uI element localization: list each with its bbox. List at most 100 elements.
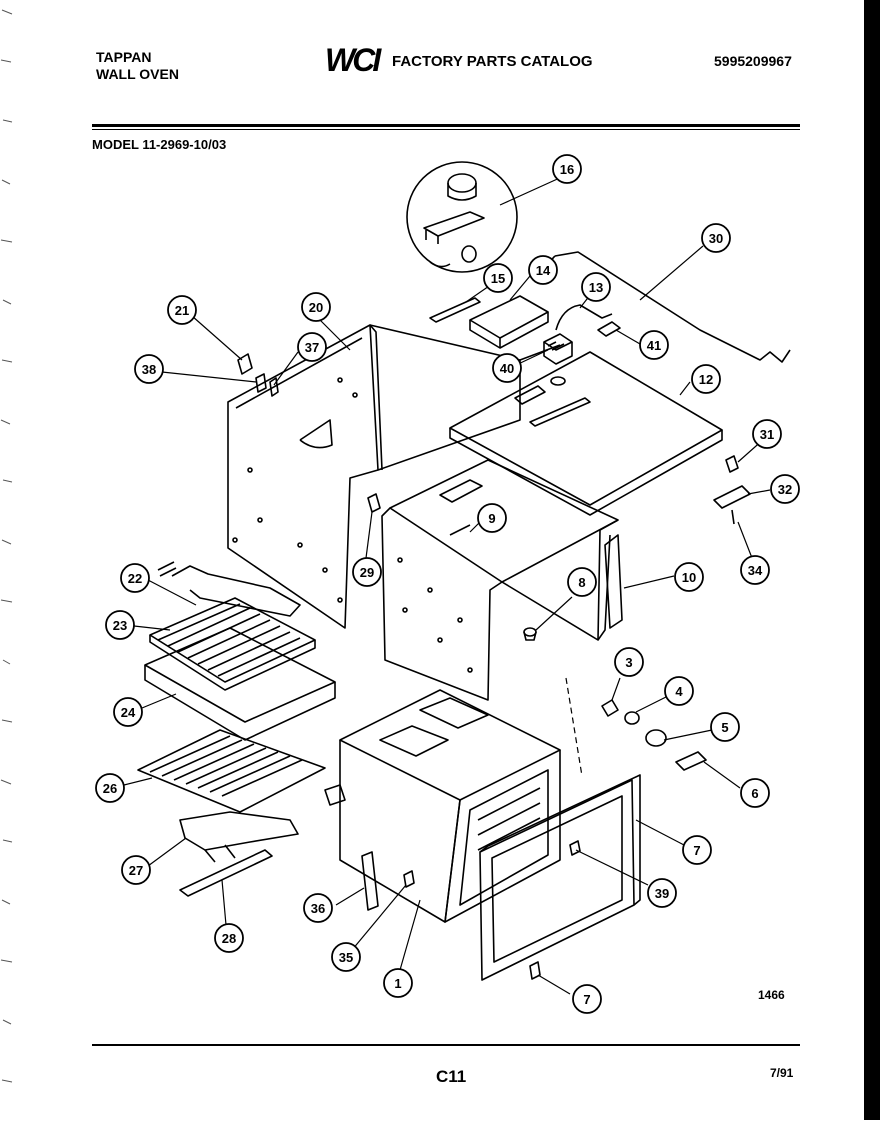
lamp-socket-3 [601,699,619,717]
callout-35: 30 [701,223,731,253]
svg-text:40: 40 [500,361,514,376]
bracket-37 [713,485,751,509]
svg-text:20: 20 [309,300,323,315]
svg-text:31: 31 [760,427,774,442]
clip-36 [725,455,739,473]
svg-text:23: 23 [113,618,127,633]
callout-5: 5 [710,712,740,742]
side-panel-11 [604,534,623,629]
callout-27: 27 [121,855,151,885]
svg-text:34: 34 [748,563,763,578]
callout-10: 8 [567,567,597,597]
clip-40 [597,321,621,337]
svg-text:35: 35 [339,950,353,965]
callout-37: 32 [770,474,800,504]
callout-20: 20 [301,292,331,322]
callout-26: 26 [95,773,125,803]
svg-text:27: 27 [129,863,143,878]
top-panel-12 [449,351,723,516]
callout-13: 13 [581,272,611,302]
broil-grid-23 [149,597,316,691]
svg-text:4: 4 [675,684,683,699]
inset-detail-16 [406,161,518,273]
svg-text:7: 7 [693,843,700,858]
callout-29: 29 [352,557,382,587]
lamp-bulb-4 [624,711,640,725]
callout-36: 31 [752,419,782,449]
callout-9: 9 [477,503,507,533]
bracket-15 [429,297,481,323]
wci-logo: WCI [325,43,385,75]
svg-text:41: 41 [647,338,661,353]
part-number: 5995209967 [714,53,792,69]
svg-text:6: 6 [751,786,758,801]
clip-31 [403,870,415,888]
oven-liner-1 [339,689,561,923]
svg-text:16: 16 [560,162,574,177]
clip-29 [367,493,381,513]
svg-text:29: 29 [360,565,374,580]
callout-4: 4 [664,676,694,706]
svg-text:8: 8 [578,575,585,590]
svg-text:30: 30 [709,231,723,246]
callout-15: 15 [483,263,513,293]
callout-21: 21 [167,295,197,325]
callout-30: 37 [297,332,327,362]
brand-name: TAPPAN [96,49,152,65]
svg-text:10: 10 [682,570,696,585]
svg-text:21: 21 [175,303,189,318]
footer-rule [92,1044,800,1046]
front-frame-9 [381,459,619,701]
svg-text:3: 3 [625,655,632,670]
callout-34: 38 [134,354,164,384]
callout-24: 24 [113,697,143,727]
svg-text:22: 22 [128,571,142,586]
revision-date: 7/91 [770,1066,794,1080]
svg-text:1: 1 [394,976,401,991]
page-number: C11 [436,1067,467,1086]
control-box-14 [469,295,549,349]
svg-text:37: 37 [305,340,319,355]
callout-16: 16 [552,154,582,184]
header-rule-thin [92,129,800,130]
left-side-panel-20 [227,324,383,629]
svg-text:28: 28 [222,931,236,946]
door-frame-8 [479,774,641,981]
clip-34-30 [255,373,279,397]
brand-block: TAPPAN WALL OVEN [96,49,179,83]
catalog-title: FACTORY PARTS CATALOG [392,53,593,70]
bracket-21 [237,353,253,375]
svg-text:24: 24 [121,705,136,720]
scan-edge-left [0,0,14,1120]
callout-1: 1 [383,968,413,998]
broil-element-22 [157,561,301,617]
svg-text:26: 26 [103,781,117,796]
svg-text:13: 13 [589,280,603,295]
callout-41: 39 [647,878,677,908]
model-label: MODEL 11-2969-10/03 [92,137,227,152]
header-rule [92,124,800,127]
svg-text:36: 36 [311,901,325,916]
lamp-retainer-6 [675,751,707,771]
callout-12: 12 [691,364,721,394]
callout-28: 28 [214,923,244,953]
callout-39: 40 [492,353,522,383]
callout-22: 22 [120,563,150,593]
callout-3: 3 [614,647,644,677]
callout-23: 23 [105,610,135,640]
lamp-cover-5 [645,729,667,747]
scan-edge-right [864,0,880,1120]
bracket-28 [179,849,273,897]
callout-6: 6 [740,778,770,808]
grommet-10 [523,627,537,641]
callout-32: 36 [303,893,333,923]
svg-text:15: 15 [491,271,505,286]
bake-element-27 [179,811,299,863]
svg-text:14: 14 [536,263,551,278]
clip-front [324,784,346,806]
oven-rack-26 [137,729,326,813]
svg-text:9: 9 [488,511,495,526]
latch-7 [529,961,541,980]
callout-14: 14 [528,255,558,285]
